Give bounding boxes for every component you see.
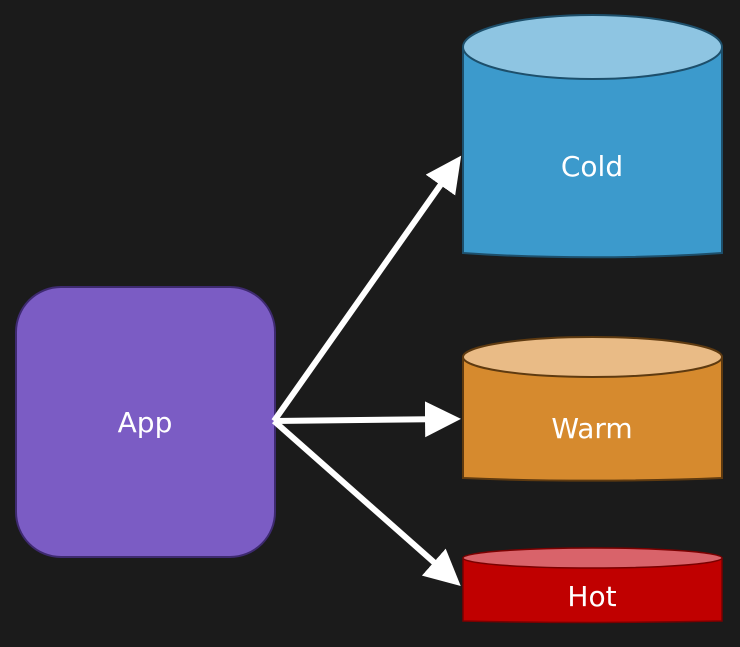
warm-label: Warm: [551, 412, 632, 445]
warm-cylinder-body: [462, 357, 723, 482]
arrow-app-to-warm: [273, 401, 461, 438]
arrow-app-to-hot: [272, 418, 461, 586]
app-node: App: [15, 286, 276, 558]
arrow-app-to-cold: [271, 155, 462, 423]
warm-store-cylinder: Warm: [462, 336, 723, 482]
warm-cylinder-top: [462, 336, 723, 378]
app-label: App: [118, 406, 173, 439]
hot-cylinder-top: [462, 547, 723, 569]
hot-cylinder-body: [462, 558, 723, 624]
cold-cylinder-body: [462, 47, 723, 259]
cold-store-cylinder: Cold: [462, 14, 723, 259]
cold-cylinder-top: [462, 14, 723, 80]
hot-store-cylinder: Hot: [462, 547, 723, 624]
hot-label: Hot: [567, 580, 616, 613]
arrows: [271, 155, 462, 586]
cold-label: Cold: [561, 150, 623, 183]
